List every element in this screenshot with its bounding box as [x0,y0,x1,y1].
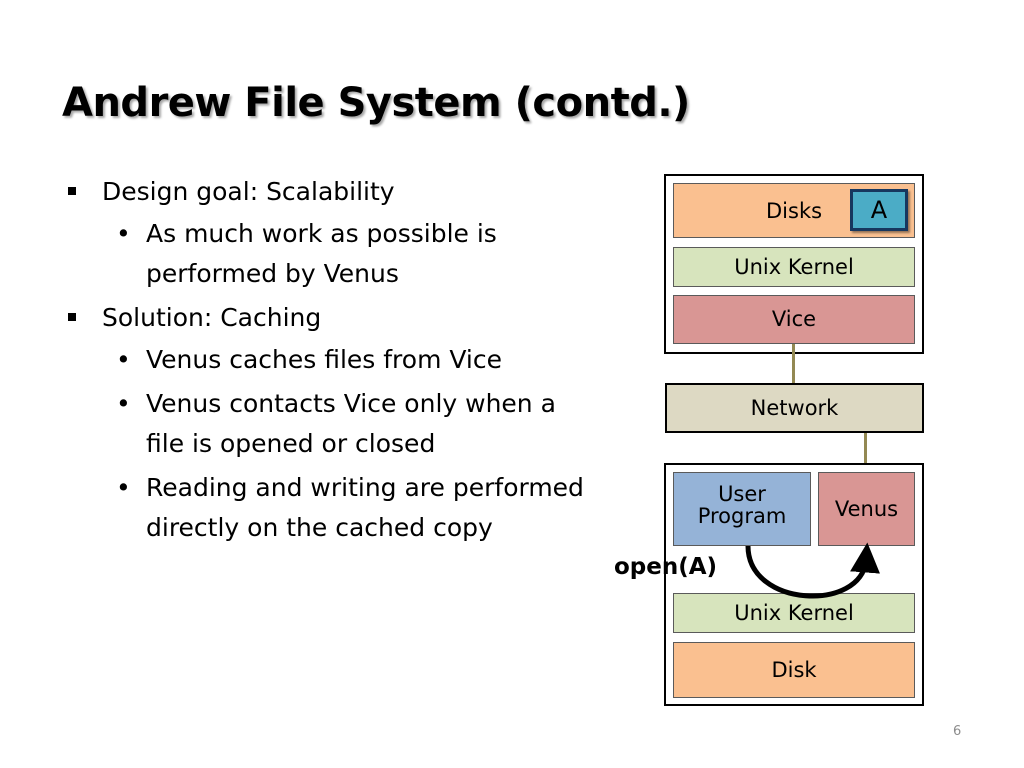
bullet-list: Design goal: Scalability •As much work a… [66,172,586,552]
server-disks-label: Disks [766,198,823,223]
server-network-link [792,344,795,384]
sub-bullet: •Venus contacts Vice only when a file is… [116,389,556,458]
sub-bullet: •Reading and writing are performed direc… [116,473,584,542]
vice-box: Vice [673,295,915,344]
slide-title: Andrew File System (contd.) [62,80,690,126]
user-program-box: User Program [673,472,811,546]
venus-box: Venus [818,472,915,546]
sub-bullet: •As much work as possible is performed b… [116,219,497,288]
network-box: Network [665,383,924,433]
sub-bullet: •Venus caches files from Vice [116,345,503,374]
server-unix-kernel-box: Unix Kernel [673,247,915,287]
open-call-label: open(A) [614,554,718,580]
bullet-solution: Solution: Caching [66,298,586,338]
bullet-design-goal: Design goal: Scalability [66,172,586,212]
network-client-link [864,433,867,473]
file-a-box: A [850,189,908,231]
slide-number: 6 [953,724,962,739]
client-disk-box: Disk [673,642,915,698]
